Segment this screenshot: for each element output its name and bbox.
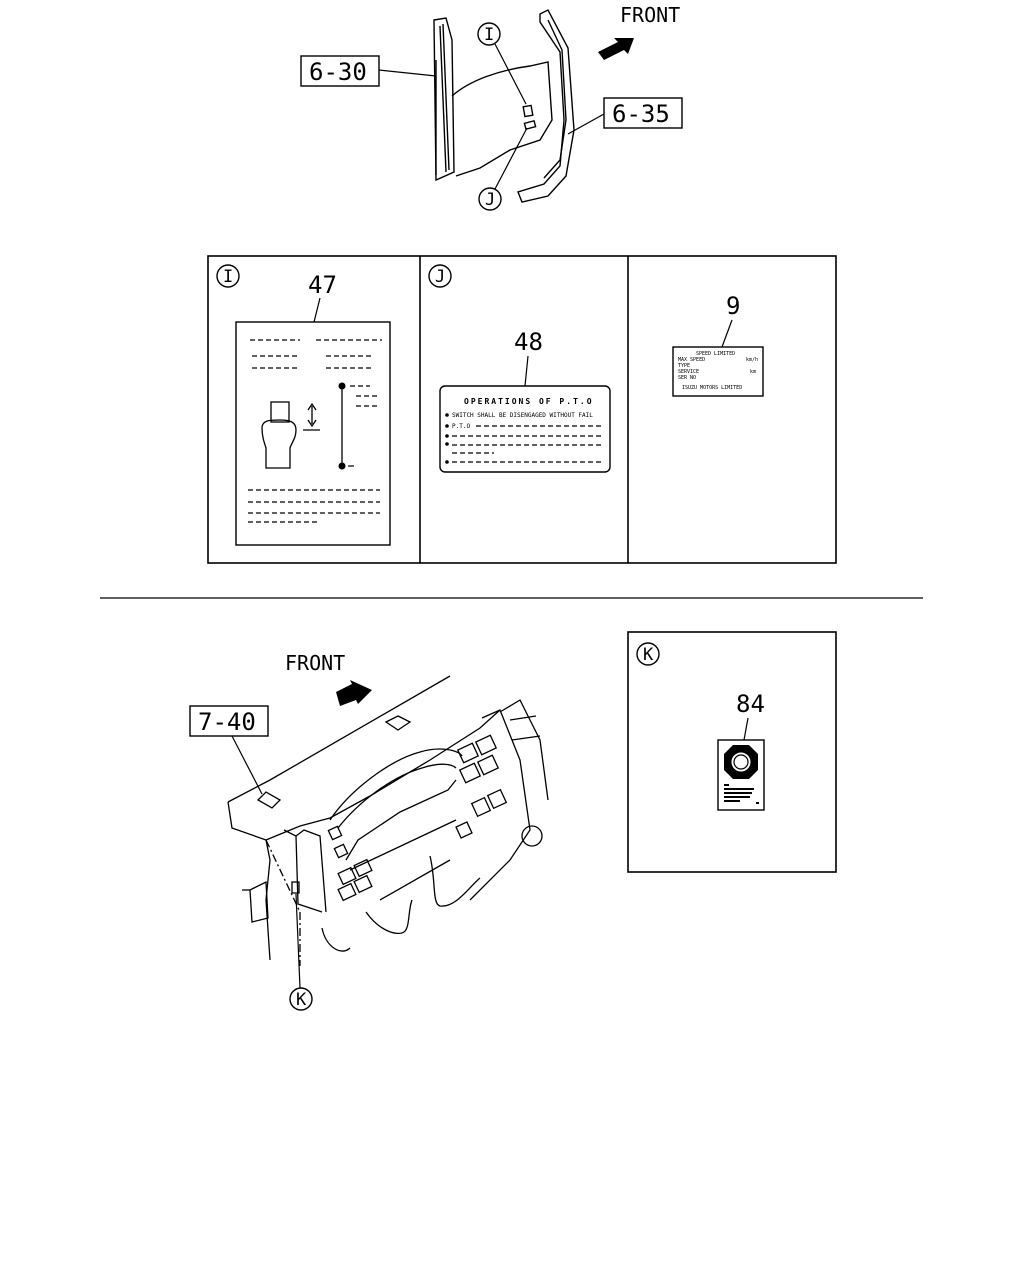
bottom-front-arrow: FRONT	[285, 651, 372, 706]
label-48-line1: SWITCH SHALL BE DISENGAGED WITHOUT FAIL	[452, 412, 593, 419]
label-9-line6: ISUZU MOTORS LIMITED	[682, 385, 742, 391]
panel-i: I 47	[216, 264, 391, 546]
ref-6-35-text: 6-35	[612, 100, 670, 128]
front-arrow-top: FRONT	[598, 3, 680, 60]
label-9-unit1: km/h	[746, 357, 758, 363]
panel-j: J 48 OPERATIONS OF P.T.O SWITCH SHALL BE…	[428, 264, 611, 473]
label-48-title: OPERATIONS OF P.T.O	[464, 397, 594, 406]
dashboard-illustration	[227, 675, 549, 966]
label-9[interactable]	[672, 346, 764, 397]
front-label-top: FRONT	[620, 3, 680, 27]
callout-i-top[interactable]: I	[477, 22, 527, 105]
callout-j-top-text: J	[485, 190, 495, 210]
detail-panels	[207, 255, 837, 564]
callout-k-bottom-text: K	[296, 990, 307, 1010]
panel-k: K 84	[627, 631, 837, 873]
ref-7-40-text: 7-40	[198, 708, 256, 736]
label-48-line2: P.T.O	[452, 423, 470, 430]
label-9-line4: SERVICE	[678, 369, 699, 375]
ref-7-40[interactable]: 7-40	[189, 705, 269, 795]
ref-6-35[interactable]: 6-35	[567, 97, 683, 135]
ref-6-30[interactable]: 6-30	[300, 55, 437, 87]
shift-knob-icon	[261, 386, 343, 469]
panel-i-callout: I	[223, 267, 233, 287]
label-k-location	[291, 881, 300, 894]
front-arrow-bottom-icon	[336, 680, 372, 706]
callout-i-top-text: I	[484, 25, 494, 45]
label-9-line3: TYPE	[678, 363, 690, 369]
panel-j-callout-circle	[428, 264, 452, 288]
label-9-line5: SER NO	[678, 375, 696, 381]
panel-i-callout-circle	[216, 264, 240, 288]
front-arrow-icon	[598, 38, 634, 60]
callout-k-bottom[interactable]: K	[289, 893, 313, 1011]
label-84[interactable]	[717, 739, 765, 811]
ref-6-30-text: 6-30	[309, 58, 367, 86]
label-9-line2: MAX SPEED	[678, 357, 705, 363]
panel-k-part-number: 84	[736, 690, 765, 718]
label-48[interactable]	[439, 385, 611, 473]
label-47[interactable]	[235, 321, 391, 546]
door-illustration	[433, 9, 575, 203]
panel-k-callout: K	[643, 645, 654, 665]
front-label-bottom: FRONT	[285, 651, 345, 675]
panel-j-callout: J	[435, 267, 445, 287]
panel-9-part-number: 9	[726, 292, 740, 320]
panel-j-part-number: 48	[514, 328, 543, 356]
callout-j-top[interactable]: J	[478, 127, 528, 211]
panel-i-part-number: 47	[308, 271, 337, 299]
label-9-line1: SPEED LIMITED	[696, 351, 735, 357]
panel-k-callout-circle	[636, 642, 660, 666]
label-9-unit2: km	[750, 369, 756, 375]
panel-9: 9 SPEED LIMITED MAX SPEED km/h TYPE SERV…	[672, 292, 764, 397]
